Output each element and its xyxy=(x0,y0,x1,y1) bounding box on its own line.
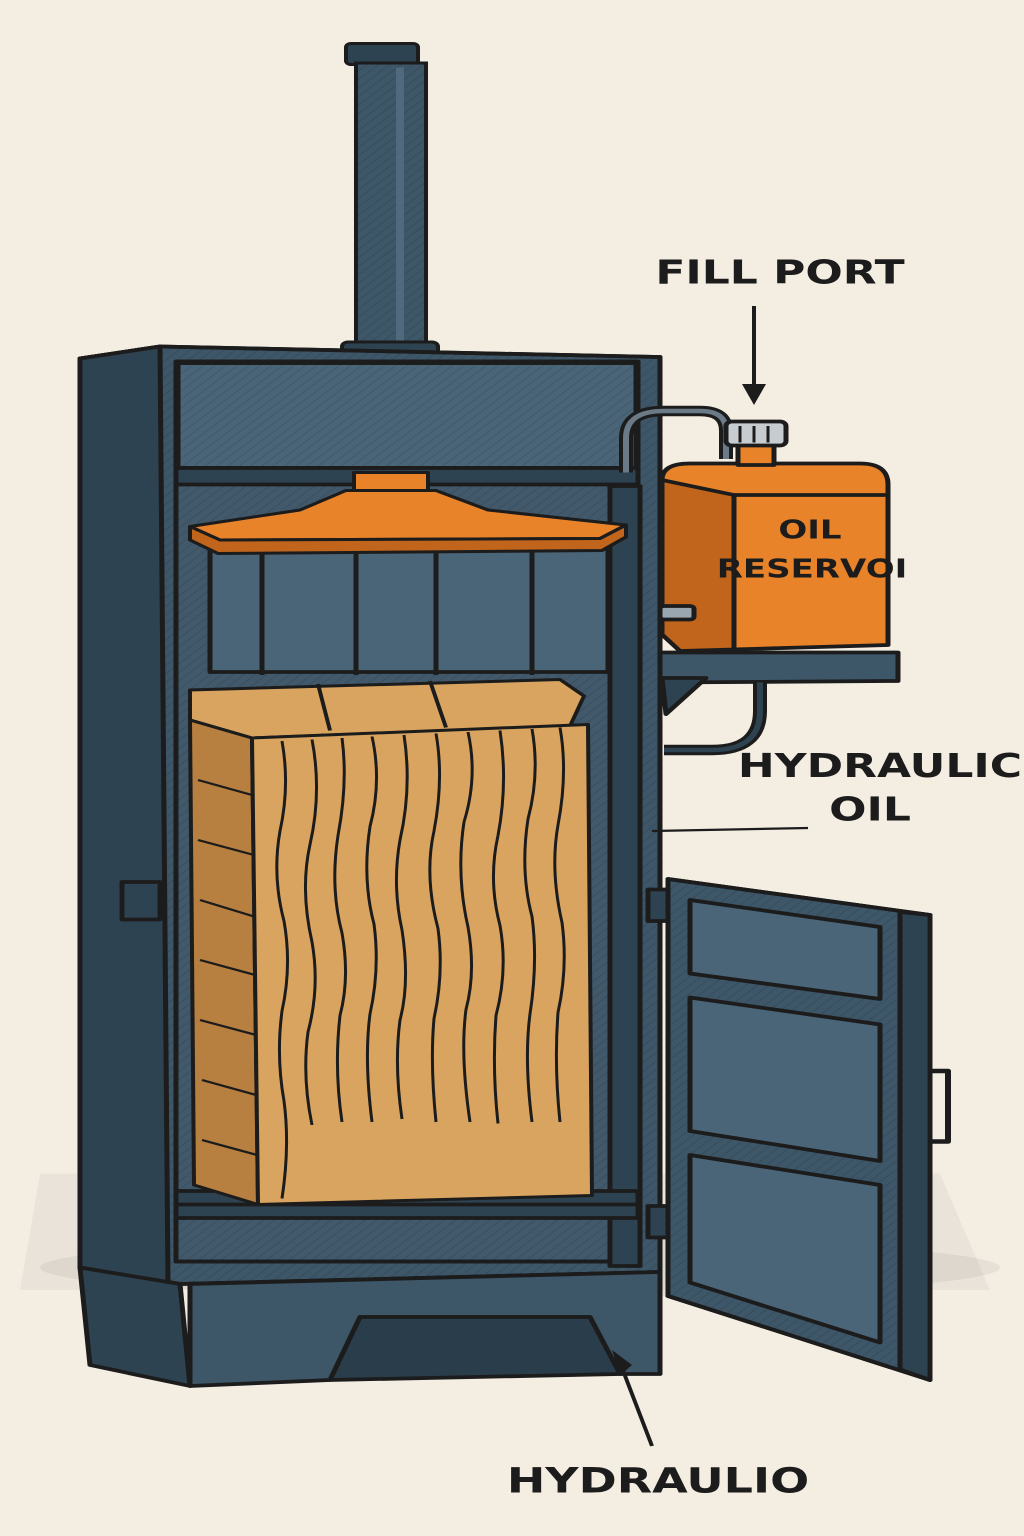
fill-port-label: FILL PORT xyxy=(655,254,905,292)
hydraulic-oil-callout: HYDRAULIC OIL xyxy=(651,747,1022,833)
oil-reservoir-label-line1: OIL xyxy=(778,516,841,546)
bale xyxy=(188,678,594,1206)
hydraulio-label: HYDRAULIO xyxy=(507,1460,809,1501)
fill-port-callout: FILL PORT xyxy=(655,254,905,405)
hydraulic-oil-label-line2: OIL xyxy=(829,791,911,829)
oil-reservoir-label-line2: RESERVOI xyxy=(717,555,908,585)
door xyxy=(665,877,951,1382)
hydraulic-oil-label-line1: HYDRAULIC xyxy=(738,747,1022,785)
press-plate xyxy=(188,471,628,555)
oil-reservoir xyxy=(619,405,901,756)
hydraulio-callout: HYDRAULIO xyxy=(507,1350,809,1501)
